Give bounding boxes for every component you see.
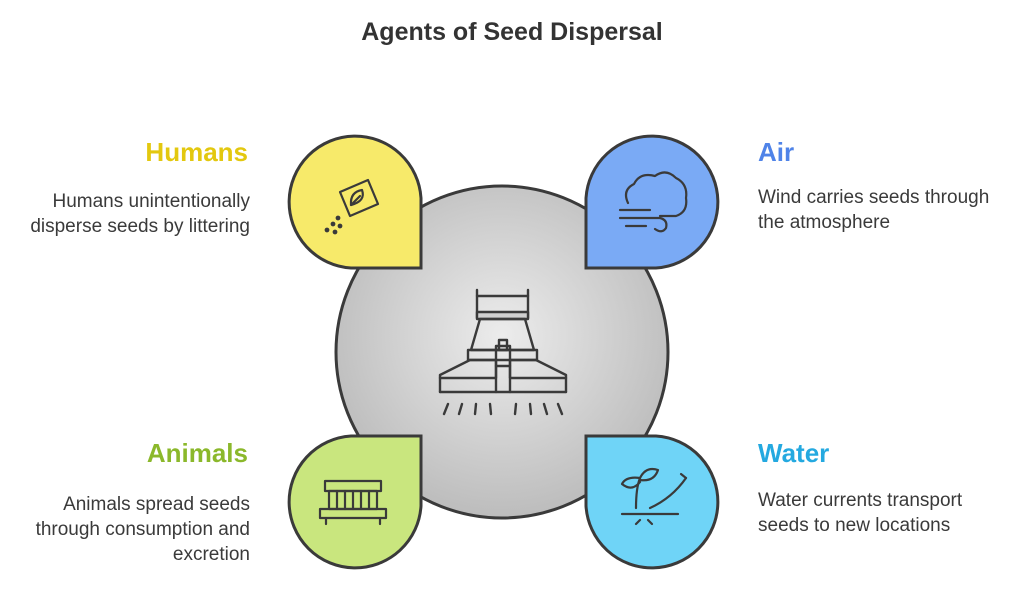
humans-heading: Humans <box>145 137 248 167</box>
animals-petal <box>287 434 423 570</box>
seed-drill-icon <box>438 288 568 416</box>
sprouting-seed-icon <box>620 467 688 526</box>
air-petal <box>584 134 720 270</box>
wind-cloud-icon <box>618 171 688 233</box>
water-heading: Water <box>758 438 830 468</box>
page-title: Agents of Seed Dispersal <box>361 18 663 46</box>
air-description: Wind carries seeds through the atmospher… <box>758 187 990 233</box>
water-description: Water currents transport seeds to new lo… <box>758 490 963 536</box>
water-petal <box>584 434 720 570</box>
air-heading: Air <box>758 137 795 167</box>
humans-description: Humans unintentionally disperse seeds by… <box>30 191 250 237</box>
feeder-icon <box>318 479 388 526</box>
animals-heading: Animals <box>146 438 248 468</box>
animals-description: Animals spread seeds through consumption… <box>35 494 250 565</box>
seed-packet-icon <box>324 178 380 235</box>
